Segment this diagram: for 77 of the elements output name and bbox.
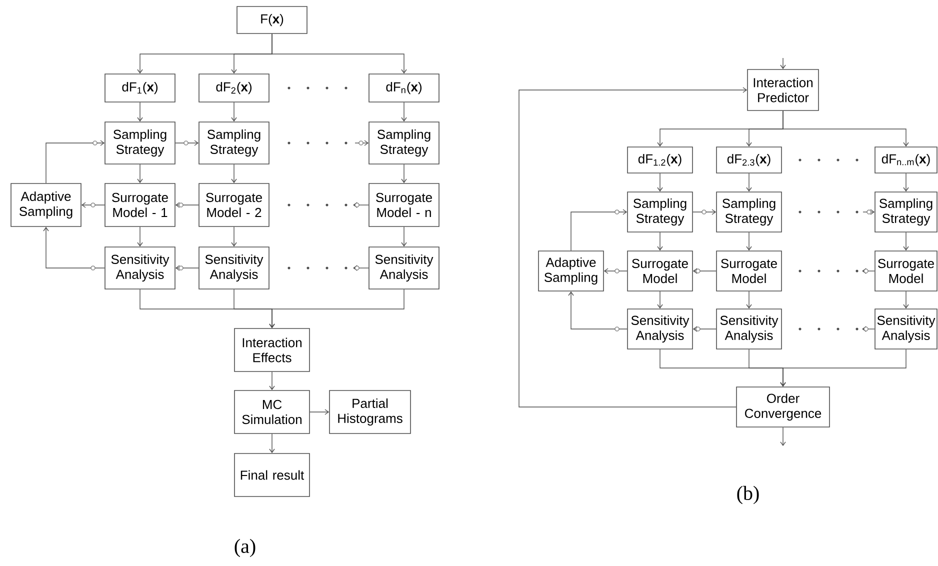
process-box: Partial Histograms (329, 390, 411, 434)
process-box: Sensitivity Analysis (368, 246, 440, 290)
process-box: Final result (234, 453, 310, 497)
arrow (692, 326, 716, 332)
arrow (862, 209, 875, 215)
arrow (692, 268, 716, 274)
panel-caption: (a) (234, 538, 256, 558)
arrow (657, 173, 663, 192)
process-box: Sensitivity Analysis (716, 308, 782, 350)
panel-caption: (b) (737, 486, 759, 504)
process-box: Sampling Strategy (627, 192, 693, 232)
arrow (657, 232, 663, 251)
arrow (746, 291, 752, 309)
arrow (269, 434, 275, 454)
process-box: Adaptive Sampling (10, 183, 82, 227)
arrow (401, 226, 407, 247)
process-box: Interaction Predictor (747, 69, 819, 111)
process-box: Sampling Strategy (104, 122, 176, 164)
arrow (570, 209, 628, 251)
arrow (604, 268, 628, 274)
arrow (175, 265, 199, 271)
process-box: Surrogate Model - 2 (198, 183, 270, 227)
process-box: dF$_{1}$(x) (104, 74, 176, 102)
arrow (137, 164, 143, 184)
arrow (780, 349, 906, 387)
process-box: dF$_{n..m}$(x) (874, 146, 938, 174)
process-box: Sampling Strategy (198, 122, 270, 164)
process-box: Sampling Strategy (368, 122, 440, 164)
process-box: Surrogate Model - 1 (104, 183, 176, 227)
arrow (43, 226, 105, 268)
process-box: Sensitivity Analysis (627, 308, 693, 350)
arrow (903, 291, 909, 309)
arrow (272, 34, 407, 74)
process-box: Adaptive Sampling (538, 250, 604, 292)
arrow (46, 140, 105, 184)
arrow (903, 232, 909, 251)
arrow (310, 409, 330, 415)
process-box: Sensitivity Analysis (874, 308, 938, 350)
process-box: Surrogate Model (716, 250, 782, 292)
arrow (657, 291, 663, 309)
arrow (269, 372, 275, 390)
arrow (692, 209, 716, 215)
arrow (175, 202, 199, 208)
arrow (780, 427, 786, 446)
arrow (782, 110, 909, 147)
process-box: F(x) (236, 6, 308, 34)
process-box: dF$_{1.2}$(x) (627, 146, 693, 174)
arrow (903, 173, 909, 192)
process-box: dF$_{n}$(x) (368, 74, 440, 102)
process-box: Surrogate Model (627, 250, 693, 292)
arrow (746, 232, 752, 251)
process-box: Surrogate Model - n (368, 183, 440, 227)
arrow (231, 102, 237, 122)
arrow (269, 289, 404, 328)
process-box: MC Simulation (234, 390, 310, 434)
arrow (780, 58, 786, 70)
arrow (518, 87, 748, 408)
process-box: Interaction Effects (234, 328, 310, 372)
arrow (568, 291, 628, 330)
process-box: Sensitivity Analysis (104, 246, 176, 290)
arrow (401, 164, 407, 184)
process-box: dF$_{2}$(x) (198, 74, 270, 102)
arrow (81, 202, 105, 208)
arrow (231, 164, 237, 184)
process-box: Sensitivity Analysis (198, 246, 270, 290)
arrow (137, 226, 143, 247)
process-box: Sampling Strategy (874, 192, 938, 232)
process-box: dF$_{2.3}$(x) (716, 146, 782, 174)
arrow (231, 226, 237, 247)
process-box: Surrogate Model (874, 250, 938, 292)
process-box: Sampling Strategy (716, 192, 782, 232)
arrow (354, 140, 369, 146)
arrow (401, 102, 407, 122)
arrow (137, 102, 143, 122)
process-box: Order Convergence (736, 386, 830, 428)
arrow (175, 140, 199, 146)
arrow (746, 173, 752, 192)
